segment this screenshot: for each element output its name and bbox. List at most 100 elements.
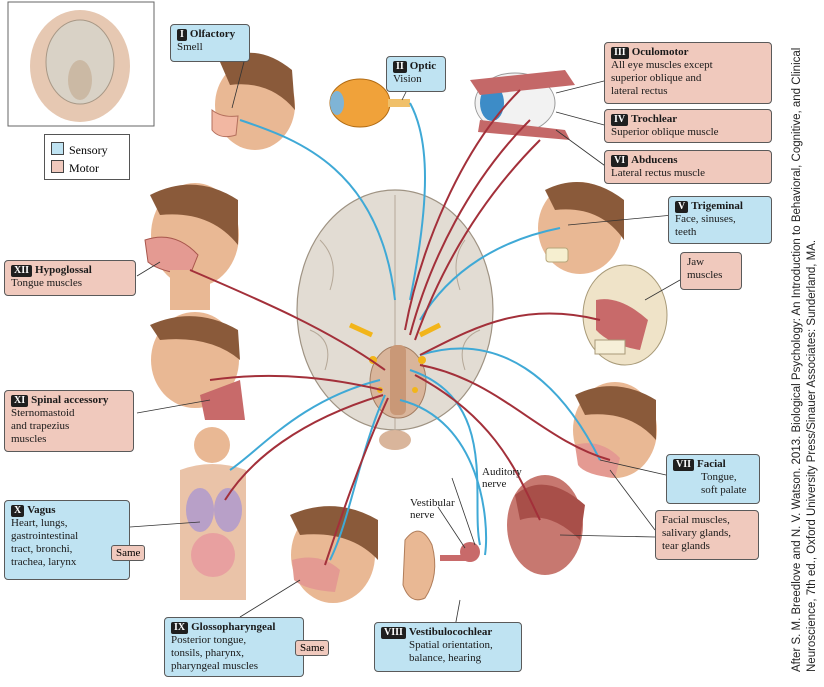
box-facial-muscles: Facial muscles, salivary glands, tear gl… [655,510,759,560]
vagus-name: Vagus [27,504,56,516]
torso-vagus [180,427,246,600]
trochlear-name: Trochlear [631,113,678,125]
vagus-number: X [11,505,25,517]
legend: Sensory Motor [44,134,130,180]
facial-muscles-desc-1: Facial muscles, [662,514,730,526]
sensory-swatch [51,142,64,155]
vestibulocochlear-number: VIII [381,627,406,639]
jaw-muscles-desc-2: muscles [687,269,723,281]
legend-motor: Motor [51,160,99,176]
vestibulocochlear-desc-1: Spatial orientation, [409,639,493,651]
glossopharyngeal-desc-1: Posterior tongue, [171,634,247,646]
hypoglossal-desc: Tongue muscles [11,277,83,289]
vagus-desc-4: trachea, larynx [11,556,77,568]
head-hypoglossal [144,183,239,310]
olfactory-number: I [177,29,187,41]
trochlear-number: IV [611,114,629,126]
facial-muscles-desc-3: tear glands [662,540,710,552]
box-jaw-muscles: Jaw muscles [680,252,742,290]
hypoglossal-name: Hypoglossal [35,264,92,276]
vestibular-nerve-label: Vestibular nerve [410,497,455,521]
credit-text: After S. M. Breedlove and N. V. Watson. … [790,32,820,672]
abducens-number: VI [611,155,629,167]
spinal-accessory-name: Spinal accessory [31,394,109,406]
vagus-same-badge: Same [111,545,146,561]
spinal-accessory-number: XI [11,395,29,407]
facial-desc-1: Tongue, [701,471,737,483]
optic-name: Optic [409,60,437,72]
brain-thumbnail [7,1,155,127]
trigeminal-desc-2: teeth [675,226,697,238]
facial-name: Facial [697,458,726,470]
olfactory-name: Olfactory [189,28,236,40]
credit-line-1: After S. M. Breedlove and N. V. Watson. … [791,47,803,672]
credit-line-2: Neuroscience, 7th ed., Oxford University… [806,239,818,672]
oculomotor-desc-1: All eye muscles except [611,59,713,71]
jaw-muscles-desc-1: Jaw [687,256,705,268]
legend-motor-label: Motor [69,161,99,175]
head-glossopharyngeal [290,506,378,603]
head-spinal-accessory [150,312,245,420]
legend-sensory: Sensory [51,142,108,158]
optic-desc: Vision [393,73,422,85]
glossopharyngeal-desc-3: pharyngeal muscles [171,660,259,672]
brain [296,189,494,450]
vagus-desc-2: gastrointestinal [11,530,79,542]
oculomotor-number: III [611,47,629,59]
vestibulocochlear-name: Vestibulocochlear [408,626,493,638]
optic-number: II [393,61,407,73]
abducens-name: Abducens [631,154,678,166]
motor-swatch [51,160,64,173]
head-facial-muscles [507,475,585,575]
abducens-desc: Lateral rectus muscle [611,167,706,179]
glossopharyngeal-desc-2: tonsils, pharynx, [171,647,245,659]
eyeball-optic [329,78,410,128]
spinal-accessory-desc-1: Sternomastoid [11,407,75,419]
oculomotor-desc-3: lateral rectus [611,85,668,97]
vagus-desc-3: tract, bronchi, [11,543,73,555]
trochlear-desc: Superior oblique muscle [611,126,719,138]
auditory-nerve-label: Auditory nerve [482,466,522,490]
vestibulocochlear-desc-2: balance, hearing [409,652,482,664]
vestibular-label-line-2: nerve [410,509,435,521]
trigeminal-desc-1: Face, sinuses, [675,213,736,225]
trigeminal-number: V [675,201,689,213]
skull-jaw [582,264,668,366]
motor-pathways [189,89,611,566]
oculomotor-name: Oculomotor [631,46,689,58]
facial-number: VII [673,459,695,471]
head-olfactory [211,52,295,150]
ear-vestibulocochlear [402,530,480,601]
auditory-label-line-2: nerve [482,478,507,490]
glossopharyngeal-name: Glossopharyngeal [191,621,276,633]
spinal-accessory-desc-2: and trapezius [11,420,70,432]
oculomotor-desc-2: superior oblique and [611,72,702,84]
vestibular-label-line-1: Vestibular [410,497,455,509]
sensory-pathways [229,102,601,561]
head-trigeminal [538,182,624,274]
facial-desc-2: soft palate [701,484,747,496]
facial-muscles-desc-2: salivary glands, [662,527,732,539]
eye-muscles [470,70,575,140]
hypoglossal-number: XII [11,265,33,277]
spinal-accessory-desc-3: muscles [11,433,47,445]
vagus-desc-1: Heart, lungs, [11,517,68,529]
glossopharyngeal-same-badge: Same [295,640,330,656]
trigeminal-name: Trigeminal [691,200,743,212]
glossopharyngeal-number: IX [171,622,189,634]
legend-sensory-label: Sensory [69,143,108,157]
auditory-label-line-1: Auditory [482,466,522,478]
olfactory-desc: Smell [177,41,203,53]
